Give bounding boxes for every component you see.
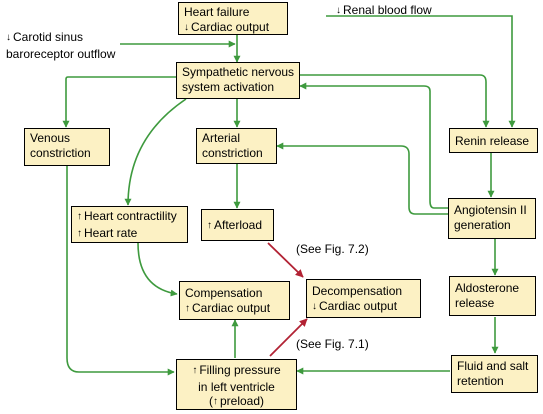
arterial-line-1: Arterial [202,131,241,145]
up-arrow-icon: ↑ [207,220,212,231]
arrow-angiotensin-to-arterial [276,142,448,215]
heart-failure-cardiac-output: ↓Cardiac output [184,19,270,34]
fluid-line-2: retention [457,373,504,388]
node-arterial-constriction: Arterial constriction [196,128,277,164]
node-venous-constriction: Venous constriction [24,128,110,166]
carotid-sinus-line-2: baroreceptor outflow [6,46,116,61]
decompensation-title: Decompensation [312,284,403,298]
carotid-sinus-line-1: ↓Carotid sinus [6,30,84,44]
aldosterone-line-2: release [455,295,495,310]
node-angiotensin-generation: Angiotensin II generation [448,198,536,239]
arterial-line-2: constriction [202,145,263,160]
node-aldosterone-release: Aldosterone release [449,276,536,316]
arrow-afterload-to-decompensation [267,242,304,278]
node-renin-release: Renin release [449,128,538,153]
compensation-title: Compensation [185,286,263,300]
node-decompensation: Decompensation ↓Cardiac output [306,279,421,318]
arrow-angiotensin-to-sympathetic [299,82,448,209]
see-fig-7-2-label: (See Fig. 7.2) [296,242,369,256]
arrow-filling-to-decompensation [269,318,308,357]
heart-failure-title: Heart failure [184,5,250,19]
decompensation-cardiac-output: ↓Cardiac output [312,298,398,313]
venous-line-1: Venous [30,131,71,145]
arrow-sympathetic-to-venous [62,76,176,128]
down-arrow-icon: ↓ [184,21,189,33]
sympathetic-line-2: system activation [182,79,275,94]
node-compensation: Compensation ↑Cardiac output [179,281,290,320]
arrow-sympathetic-to-contractility [124,98,187,206]
up-arrow-icon: ↑ [212,396,218,407]
down-arrow-icon: ↓ [312,300,317,312]
carotid-sinus-label: ↓Carotid sinus baroreceptor outflow [6,30,115,61]
compensation-cardiac-output: ↑Cardiac output [185,300,271,315]
filling-line-3: (↑preload) [208,394,265,408]
renal-blood-flow-text: Renal blood flow [343,3,432,17]
filling-line-1: ↑Filling pressure [192,363,281,377]
venous-line-2: constriction [30,145,91,160]
node-heart-failure: Heart failure ↓Cardiac output [178,2,288,35]
node-afterload: ↑Afterload [201,209,274,241]
arrow-sympathetic-to-renin [298,74,490,128]
up-arrow-icon: ↑ [77,211,82,222]
node-sympathetic-activation: Sympathetic nervous system activation [176,62,300,99]
arrow-renal-to-renin [326,15,516,128]
node-filling-pressure: ↑Filling pressure in left ventricle (↑pr… [176,359,297,410]
arrow-venous-to-filling [66,166,175,376]
see-fig-7-1-label: (See Fig. 7.1) [296,337,369,351]
renal-blood-flow-label: ↓Renal blood flow [336,3,432,20]
arrow-contractility-to-compensation [137,242,178,297]
filling-line-2: in left ventricle [198,379,275,394]
contractility-line-1: ↑Heart contractility [77,209,177,223]
fluid-line-1: Fluid and salt [457,359,529,373]
afterload-line: ↑Afterload [207,218,263,232]
node-heart-contractility: ↑Heart contractility ↑Heart rate [71,206,188,243]
angiotensin-line-1: Angiotensin II [454,203,527,217]
sympathetic-line-1: Sympathetic nervous [182,65,295,79]
up-arrow-icon: ↑ [77,227,82,239]
down-arrow-icon: ↓ [336,5,341,16]
node-fluid-salt-retention: Fluid and salt retention [451,355,538,393]
contractility-line-2: ↑Heart rate [77,225,138,240]
renin-text: Renin release [455,134,530,148]
angiotensin-line-2: generation [454,217,511,232]
up-arrow-icon: ↑ [192,365,198,376]
down-arrow-icon: ↓ [6,32,11,43]
up-arrow-icon: ↑ [185,302,190,314]
aldosterone-line-1: Aldosterone [455,281,520,295]
